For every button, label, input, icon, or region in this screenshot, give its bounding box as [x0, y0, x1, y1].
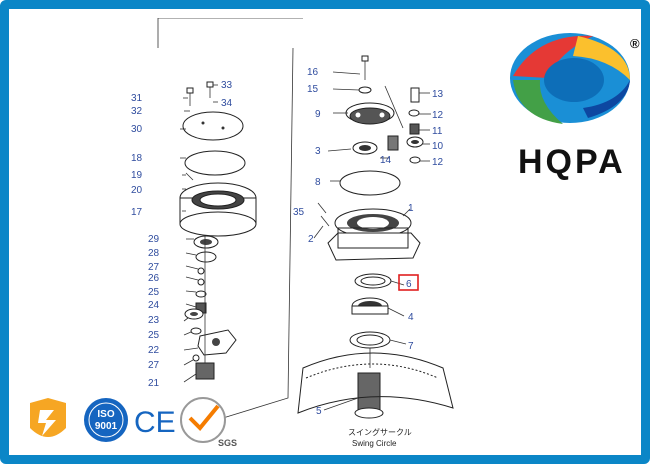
label-13: 13	[432, 89, 444, 100]
label-27: 27	[148, 262, 160, 273]
label-3: 3	[315, 146, 321, 157]
registered-mark: ®	[630, 36, 640, 51]
certification-badges: ISO 9001 CE SGS	[30, 397, 237, 448]
gear-21	[195, 362, 215, 380]
label-29: 29	[148, 234, 160, 245]
leader-lines	[180, 71, 431, 411]
label-12-lower: 12	[432, 157, 444, 168]
label-28: 28	[148, 248, 160, 259]
label-25-lower: 25	[148, 330, 160, 341]
label-25: 25	[148, 287, 160, 298]
label-34: 34	[221, 98, 233, 109]
o-ring-18	[184, 150, 246, 176]
caption-japanese: スイングサークル	[348, 427, 412, 437]
label-12: 12	[432, 110, 444, 121]
brand-name: HQPA	[518, 143, 626, 181]
label-21: 21	[148, 378, 160, 389]
label-30: 30	[131, 124, 143, 135]
swing-circle	[297, 352, 454, 414]
shield-icon	[30, 398, 66, 437]
label-19: 19	[131, 170, 143, 181]
iso-number: 9001	[95, 421, 118, 432]
label-15: 15	[307, 84, 319, 95]
label-4: 4	[408, 312, 414, 323]
sgs-text: SGS	[218, 438, 237, 448]
label-31: 31	[131, 93, 143, 104]
parts-diagram: 31 32 30 18 19 20 17 33 34 29 28 27 26 2…	[30, 18, 630, 448]
label-11: 11	[432, 126, 443, 137]
label-6: 6	[406, 279, 412, 290]
iso-9001-badge: ISO 9001	[84, 398, 128, 442]
label-35: 35	[293, 207, 305, 218]
caption-english: Swing Circle	[352, 439, 397, 448]
label-10: 10	[432, 141, 444, 152]
label-27-lower: 27	[148, 360, 160, 371]
part-number-labels: 31 32 30 18 19 20 17 33 34 29 28 27 26 2…	[131, 67, 444, 448]
assembly-outline	[157, 18, 294, 419]
label-5: 5	[316, 406, 322, 417]
pinion-shaft-5	[357, 372, 381, 412]
content-area: 31 32 30 18 19 20 17 33 34 29 28 27 26 2…	[18, 18, 641, 455]
label-22: 22	[148, 345, 160, 356]
iso-text: ISO	[97, 409, 114, 420]
label-7: 7	[408, 341, 414, 352]
label-20: 20	[131, 185, 143, 196]
label-18: 18	[131, 153, 143, 164]
cover-plate	[182, 111, 244, 141]
label-32: 32	[131, 106, 143, 117]
hqpa-logo	[510, 33, 630, 124]
label-16: 16	[307, 67, 319, 78]
left-column-parts	[179, 81, 257, 380]
label-23: 23	[148, 315, 160, 326]
o-ring-8	[339, 170, 401, 196]
highlight-box-6	[398, 274, 419, 291]
label-9: 9	[315, 109, 321, 120]
label-2: 2	[308, 234, 314, 245]
label-24: 24	[148, 300, 160, 311]
label-14: 14	[380, 155, 392, 166]
label-33: 33	[221, 80, 233, 91]
right-column-parts	[297, 55, 454, 419]
label-1: 1	[408, 203, 414, 214]
label-8: 8	[315, 177, 321, 188]
sgs-badge: SGS	[180, 397, 237, 448]
label-26: 26	[148, 273, 160, 284]
label-17: 17	[131, 207, 143, 218]
ce-mark: CE	[134, 406, 176, 439]
